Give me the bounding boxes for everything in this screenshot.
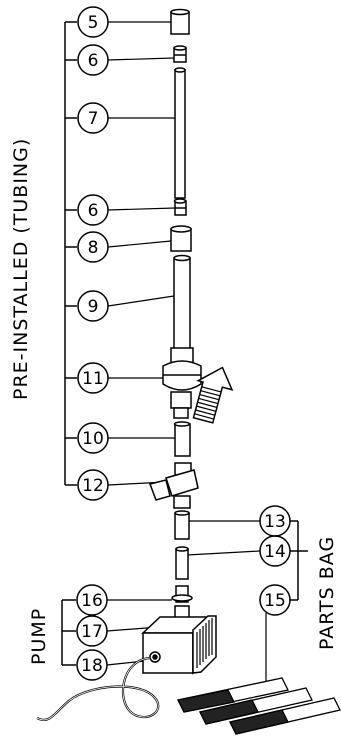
part-5-coupling — [170, 8, 190, 35]
pump-power-cord-inner — [36, 657, 159, 721]
callout-6-top-number: 6 — [88, 51, 99, 71]
callout-11-number: 11 — [82, 369, 104, 389]
part-10-tube — [173, 421, 191, 457]
pre-installed-bracket — [64, 21, 77, 486]
pre-installed-label: PRE-INSTALLED (TUBING) — [10, 138, 32, 400]
callout-9: 9 — [77, 290, 175, 322]
part-14-coupling — [175, 546, 189, 580]
pump-bracket — [61, 599, 76, 666]
callout-13-number: 13 — [264, 512, 286, 532]
callout-14: 14 — [186, 535, 291, 567]
callout-7-number: 7 — [88, 109, 99, 129]
part-13-coupling — [174, 510, 190, 540]
part-6-top-reducer — [173, 45, 187, 63]
callout-9-number: 9 — [88, 297, 99, 317]
filter-pad-1 — [177, 677, 289, 713]
callout-8: 8 — [77, 231, 172, 263]
pump-label: PUMP — [28, 608, 50, 665]
callout-5-number: 5 — [88, 13, 99, 33]
callout-6-bottom: 6 — [77, 194, 176, 226]
parts-bag-bracket — [290, 520, 308, 601]
callout-6-top: 6 — [77, 44, 175, 76]
callout-12-number: 12 — [82, 476, 104, 496]
callout-6-bottom-number: 6 — [88, 201, 99, 221]
part-12-valve — [149, 462, 199, 509]
parts-bag-label: PARTS BAG — [316, 536, 338, 650]
callout-15: 15 — [259, 584, 291, 686]
part-16-outlet-fitting — [171, 585, 193, 603]
part-8-coupling — [170, 225, 192, 252]
filter-pad-3 — [229, 697, 341, 735]
callout-8-number: 8 — [88, 238, 99, 258]
callout-18-number: 18 — [81, 656, 103, 676]
callout-16: 16 — [76, 584, 172, 616]
callout-17-number: 17 — [81, 622, 103, 642]
part-6-bottom-reducer — [173, 198, 187, 216]
callout-13: 13 — [189, 505, 291, 537]
callout-5: 5 — [77, 6, 171, 38]
part-11-check-valve — [162, 347, 202, 419]
callout-17: 17 — [76, 615, 173, 647]
callout-7: 7 — [77, 102, 175, 134]
callout-16-number: 16 — [81, 591, 103, 611]
filter-pad-2 — [199, 687, 313, 725]
part-15-filter-pads — [177, 677, 341, 735]
part-9-tube — [173, 254, 191, 351]
callout-11: 11 — [77, 362, 163, 394]
callout-15-number: 15 — [264, 591, 286, 611]
part-18-pump — [141, 615, 217, 675]
callout-10: 10 — [77, 422, 175, 454]
callout-14-number: 14 — [264, 542, 286, 562]
callout-10-number: 10 — [82, 429, 104, 449]
part-7-tube — [174, 67, 186, 199]
flow-arrow-icon — [192, 366, 234, 424]
